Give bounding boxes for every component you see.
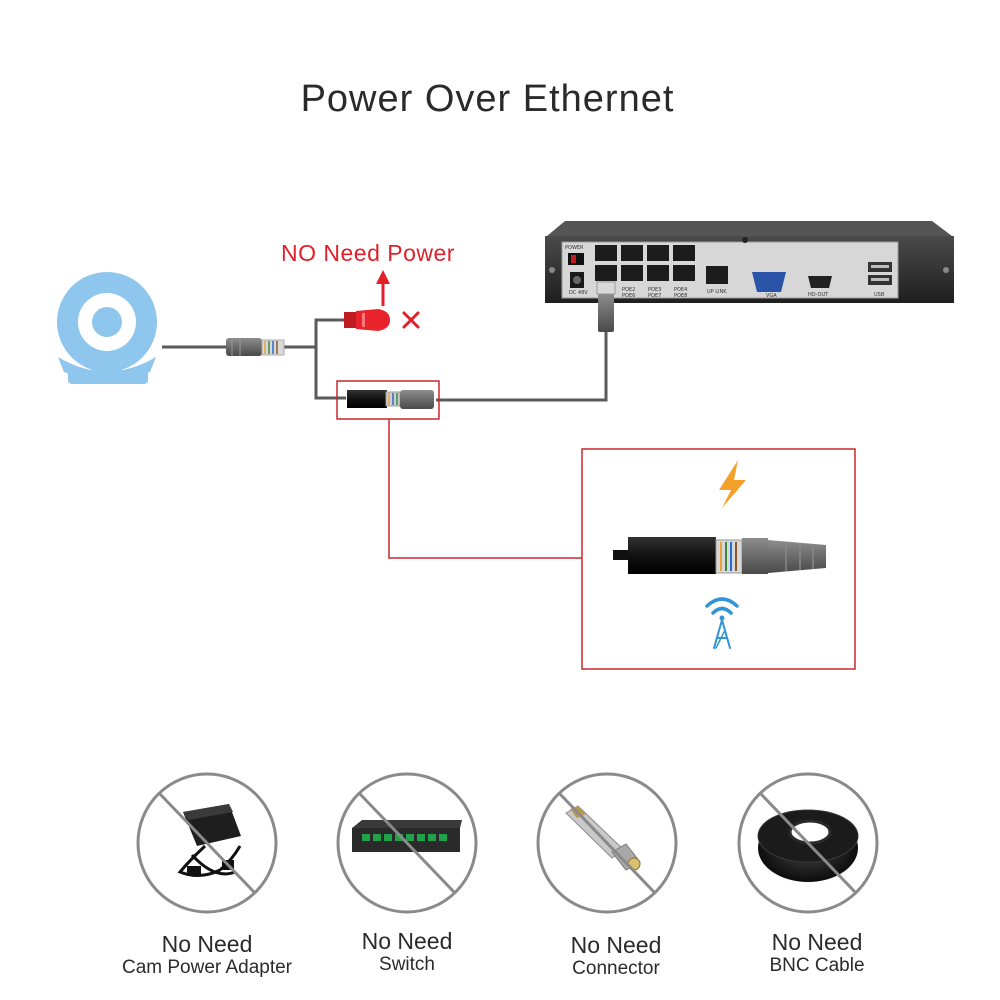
nvr-rj45-plug [596, 281, 616, 332]
power-adapter-icon [177, 804, 242, 877]
nvr-port-label-2: POE3 POE7 [648, 287, 662, 299]
bnc-cable-icon [757, 809, 859, 882]
switch-label-line2: Switch [379, 954, 435, 975]
nvr-vga-label: VGA [766, 293, 777, 299]
cross-icon [402, 311, 420, 329]
connector-label: No Need Connector [506, 932, 726, 979]
no-need-power-label: NO Need Power [281, 240, 455, 266]
zoomed-poe-plug [613, 537, 826, 574]
network-switch-icon [352, 820, 462, 852]
adapter-label: No Need Cam Power Adapter [97, 931, 317, 978]
adapter-label-line1: No Need [161, 931, 253, 957]
nvr-power-label: POWER [565, 245, 584, 251]
bnc-cable-label-line1: No Need [771, 929, 863, 955]
switch-label-line1: No Need [361, 928, 453, 954]
connector-label-line1: No Need [570, 932, 662, 958]
switch-label: No Need Switch [297, 928, 517, 975]
signal-tower-icon [705, 597, 739, 649]
nvr-port-label-1: POE2 POE6 [622, 287, 636, 299]
no-bnc-cable-circle [737, 772, 879, 914]
no-adapter-circle [136, 772, 278, 914]
splitter-highlight-box [336, 380, 440, 420]
nvr-dc-label: DC 48V [569, 290, 588, 296]
camera-icon [57, 272, 157, 384]
lightning-bolt-icon [719, 460, 746, 508]
camera-rj45-plug [226, 338, 285, 356]
nvr-port-label-3: POE4 POE8 [674, 287, 688, 299]
zoom-connector-line [388, 419, 582, 559]
page-title: Power Over Ethernet [300, 78, 675, 120]
no-switch-circle [336, 772, 478, 914]
red-dc-plug [344, 309, 390, 331]
bnc-cable-label: No Need BNC Cable [707, 929, 927, 976]
bnc-cable-label-line2: BNC Cable [769, 955, 865, 976]
nvr-hd-label: HD-OUT [808, 292, 829, 298]
up-arrow-icon [376, 270, 390, 306]
no-connector-circle [536, 772, 678, 914]
nvr-usb-label: USB [874, 292, 885, 298]
poe-splitter-plug [347, 390, 434, 409]
adapter-label-line2: Cam Power Adapter [121, 957, 293, 978]
cables [162, 318, 608, 402]
connector-label-line2: Connector [572, 958, 660, 979]
nvr-device [545, 221, 954, 303]
nvr-uplink-label: UP LINK [707, 289, 727, 295]
